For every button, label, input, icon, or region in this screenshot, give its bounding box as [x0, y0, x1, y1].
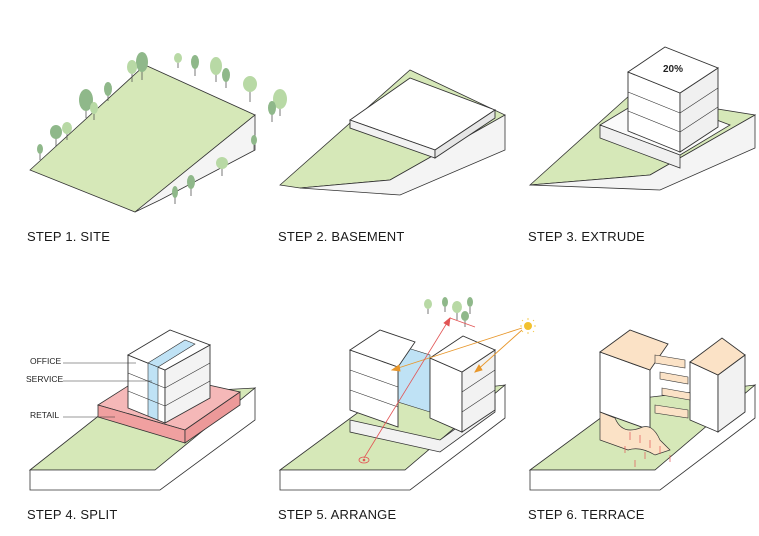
- tree: [251, 135, 257, 150]
- right-wing-top: [429, 335, 496, 373]
- tree-group: [424, 297, 473, 327]
- office-label: OFFICE: [30, 356, 61, 366]
- tree: [268, 101, 276, 122]
- tree: [187, 175, 195, 196]
- tree: [104, 82, 112, 101]
- people-markers: [624, 432, 671, 467]
- step3-extrude-panel: 20%: [528, 46, 757, 191]
- excavated-plaza: [599, 411, 671, 456]
- service-label: SERVICE: [26, 374, 63, 384]
- site-slope-wall: [529, 114, 756, 191]
- right-wing-terrace: [689, 337, 746, 376]
- step2-basement-panel: [279, 69, 506, 196]
- tree: [467, 297, 473, 314]
- sun-icon: [520, 318, 536, 334]
- left-wing-terrace: [599, 329, 669, 371]
- sightline-arrow: [363, 317, 476, 459]
- tree: [136, 52, 148, 80]
- step6-label: STEP 6. TERRACE: [528, 507, 645, 522]
- sun-ray-arrow: [390, 327, 523, 373]
- step1-label: STEP 1. SITE: [27, 229, 111, 244]
- step4-split-panel: OFFICE SERVICE RETAIL: [26, 329, 257, 491]
- tree: [191, 55, 199, 76]
- tree: [216, 157, 228, 176]
- site-ground: [529, 384, 756, 491]
- step2-label: STEP 2. BASEMENT: [278, 229, 405, 244]
- tree: [172, 186, 178, 204]
- eye-icon: [358, 456, 370, 464]
- tree: [424, 299, 432, 314]
- tree: [452, 301, 462, 320]
- step5-label: STEP 5. ARRANGE: [278, 507, 397, 522]
- site-ground: [29, 387, 256, 491]
- tree: [243, 76, 257, 102]
- site-slope-wall: [299, 114, 506, 196]
- stepped-terraces: [654, 354, 691, 419]
- site-lawn: [29, 64, 256, 213]
- tree: [62, 122, 72, 140]
- step4-label: STEP 4. SPLIT: [27, 507, 118, 522]
- tree: [79, 89, 93, 118]
- tree-group: [37, 52, 287, 204]
- service-core: [147, 362, 159, 421]
- percent-label: 20%: [663, 64, 683, 75]
- step6-terrace-panel: [528, 329, 757, 491]
- tree: [273, 89, 287, 116]
- tree: [442, 297, 448, 312]
- tree: [90, 102, 98, 120]
- basement-block: [349, 399, 496, 453]
- tree: [50, 125, 62, 146]
- step3-label: STEP 3. EXTRUDE: [528, 229, 645, 244]
- basement-side: [434, 109, 496, 159]
- retail-side: [184, 391, 241, 444]
- tree: [210, 57, 222, 82]
- tree: [127, 60, 137, 82]
- retail-label: RETAIL: [30, 410, 59, 420]
- site-slope-wall: [134, 114, 256, 213]
- service-core-top: [147, 339, 196, 368]
- tree: [174, 53, 182, 68]
- basement-front: [599, 124, 681, 169]
- tower-top: [627, 46, 719, 94]
- step5-arrange-panel: [278, 297, 536, 491]
- tree: [222, 68, 230, 88]
- left-wing-top: [349, 329, 416, 368]
- step1-site-panel: [29, 52, 287, 213]
- tree: [37, 144, 43, 160]
